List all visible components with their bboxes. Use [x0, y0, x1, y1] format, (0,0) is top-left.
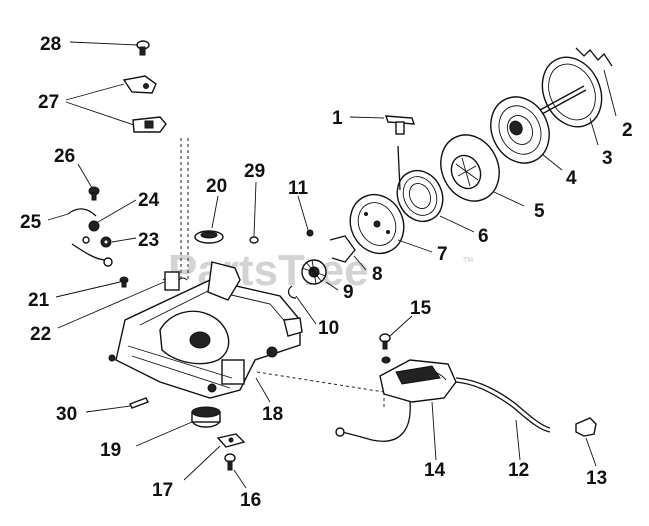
- callout-7: 7: [437, 244, 448, 265]
- part-12-wire: [455, 377, 551, 433]
- callout-22: 22: [30, 324, 51, 345]
- callout-21: 21: [28, 290, 50, 311]
- part-18-frame: [108, 261, 303, 399]
- callout-26: 26: [54, 146, 75, 167]
- callout-2: 2: [622, 120, 633, 141]
- callout-15: 15: [410, 298, 432, 319]
- part-14-coil: [335, 359, 457, 442]
- callout-23: 23: [138, 230, 159, 251]
- callout-11: 11: [288, 178, 309, 199]
- part-20-grommet: [194, 230, 224, 244]
- callout-29: 29: [244, 161, 265, 182]
- part-6-rope: [396, 145, 444, 223]
- part-23-nut: [100, 236, 112, 248]
- part-27-bracket: [122, 75, 167, 133]
- part-15-screw: [379, 333, 391, 364]
- part-4-spring: [490, 96, 550, 164]
- callout-12: 12: [508, 460, 529, 481]
- part-30-pin: [129, 397, 149, 409]
- callout-4: 4: [566, 168, 577, 189]
- callout-5: 5: [534, 201, 545, 222]
- callout-13: 13: [586, 468, 607, 489]
- part-13-cap: [575, 417, 597, 437]
- callout-6: 6: [478, 226, 489, 247]
- part-1-handle: [385, 115, 415, 135]
- part-25-wire: [67, 208, 113, 267]
- part-28-screw: [136, 40, 150, 56]
- part-2-shaft: [539, 47, 613, 115]
- part-21-screw: [119, 276, 129, 288]
- callout-30: 30: [56, 404, 77, 425]
- part-5-housing: [440, 134, 500, 202]
- callout-27: 27: [38, 92, 59, 113]
- callout-10: 10: [318, 318, 339, 339]
- part-8-spring: [329, 235, 356, 263]
- callout-25: 25: [20, 212, 42, 233]
- callout-3: 3: [602, 148, 613, 169]
- callout-28: 28: [40, 34, 61, 55]
- part-11-screw: [306, 229, 314, 237]
- callout-16: 16: [240, 490, 261, 511]
- part-16-screw: [224, 453, 236, 471]
- callout-24: 24: [138, 190, 160, 211]
- callout-9: 9: [343, 282, 354, 303]
- callout-1: 1: [332, 108, 343, 129]
- callout-18: 18: [262, 404, 283, 425]
- part-17-washer: [216, 433, 246, 448]
- leader-lines: [47, 41, 617, 489]
- part-10-clip: [287, 285, 297, 299]
- part-24-clip: [88, 220, 100, 232]
- part-7-pulley: [349, 193, 405, 255]
- callout-8: 8: [372, 264, 383, 285]
- callout-14: 14: [424, 460, 446, 481]
- part-19-bushing: [191, 406, 221, 428]
- part-29-screw: [249, 236, 259, 244]
- part-26-screw: [88, 186, 100, 201]
- callout-19: 19: [100, 440, 121, 461]
- callout-17: 17: [152, 480, 173, 501]
- watermark-trademark: TM: [463, 257, 473, 264]
- part-22-spring: [162, 271, 188, 291]
- callout-20: 20: [206, 176, 227, 197]
- callout-labels: 1 2 3 4 5 6 7 8 9 10 11 12 13 14 15 16 1…: [20, 34, 633, 511]
- part-9-gear: [301, 259, 327, 285]
